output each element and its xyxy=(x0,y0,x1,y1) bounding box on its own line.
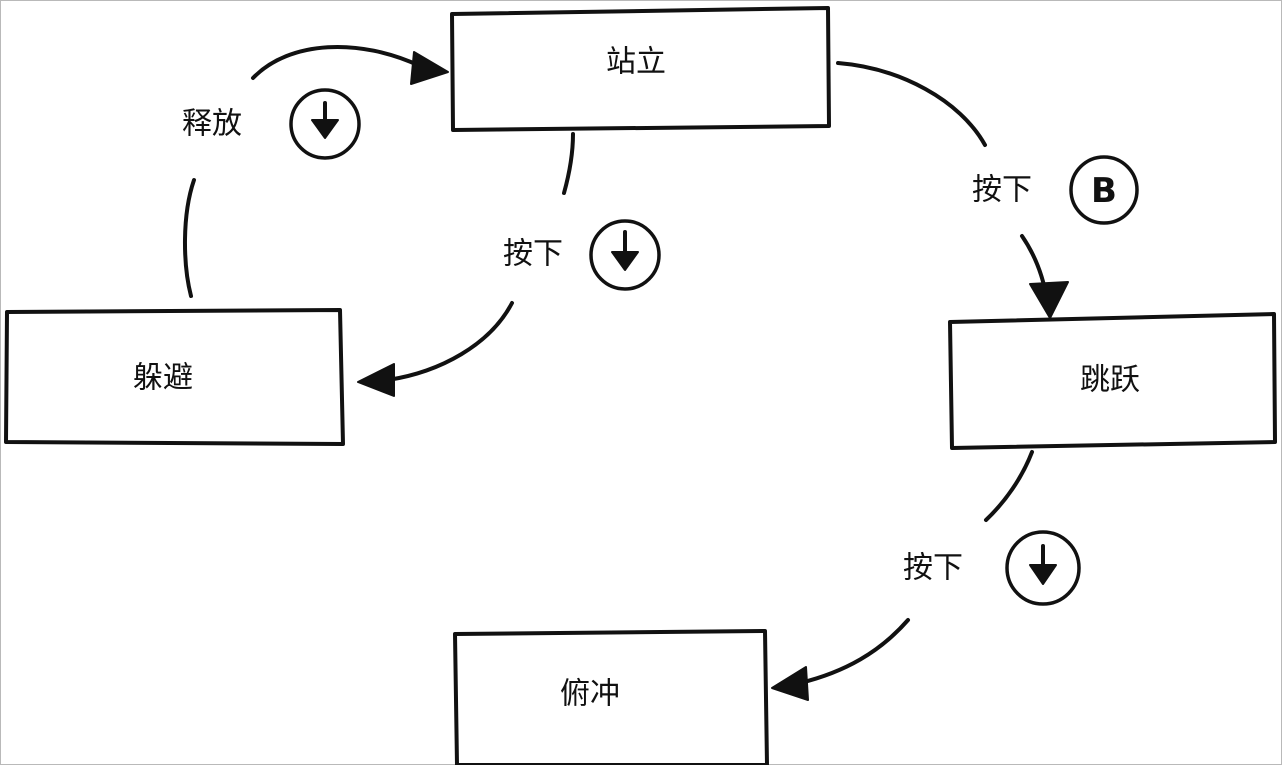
state-ducking-label: 躲避 xyxy=(133,361,193,396)
down-arrow-icon-head xyxy=(311,119,339,139)
b-button-circle xyxy=(1069,155,1139,225)
edge-ducking-to-standing-lower xyxy=(182,178,196,298)
arrowhead-standing-to-ducking xyxy=(357,363,395,397)
state-standing: 站立 xyxy=(450,6,831,132)
state-jumping-label: 跳跃 xyxy=(1080,363,1140,398)
state-diving-box xyxy=(453,629,769,765)
down-button-badge xyxy=(1005,530,1081,606)
arrowhead-jumping-to-diving xyxy=(771,666,809,701)
state-standing-box xyxy=(450,6,831,132)
transition-label-press-down: 按下 xyxy=(503,237,563,272)
edge-jumping-to-diving-lower xyxy=(798,618,910,685)
arrowhead-ducking-to-standing xyxy=(410,51,449,85)
arrowhead-standing-to-jumping xyxy=(1029,281,1069,319)
down-button-badge xyxy=(589,219,661,291)
state-diving-label: 俯冲 xyxy=(560,677,620,712)
transition-ducking-to-standing: 释放 xyxy=(182,45,449,298)
down-button-badge xyxy=(289,88,361,160)
state-standing-label: 站立 xyxy=(606,45,666,80)
state-jumping: 跳跃 xyxy=(948,312,1277,450)
down-arrow-icon-head xyxy=(611,251,639,271)
transition-standing-to-ducking: 按下 xyxy=(357,132,661,397)
edge-standing-to-ducking-lower xyxy=(386,301,514,382)
transition-label-press-down-2: 按下 xyxy=(903,551,963,586)
button-b-badge: B xyxy=(1069,155,1139,225)
transition-standing-to-jumping: 按下 B xyxy=(836,61,1139,319)
edge-standing-to-jumping xyxy=(836,61,987,147)
transition-label-press-b: 按下 xyxy=(972,173,1032,208)
edge-jumping-to-diving-upper xyxy=(984,450,1034,522)
edge-standing-to-ducking-upper xyxy=(562,132,575,195)
transition-label-release-down: 释放 xyxy=(182,107,242,142)
down-arrow-icon-head xyxy=(1029,564,1057,585)
state-diving: 俯冲 xyxy=(453,629,769,765)
edge-ducking-to-standing-upper xyxy=(251,45,422,80)
state-ducking: 躲避 xyxy=(4,308,345,446)
transition-jumping-to-diving: 按下 xyxy=(771,450,1081,701)
state-ducking-box xyxy=(4,308,345,446)
state-jumping-box xyxy=(948,312,1277,450)
b-button-letter: B xyxy=(1091,171,1117,211)
